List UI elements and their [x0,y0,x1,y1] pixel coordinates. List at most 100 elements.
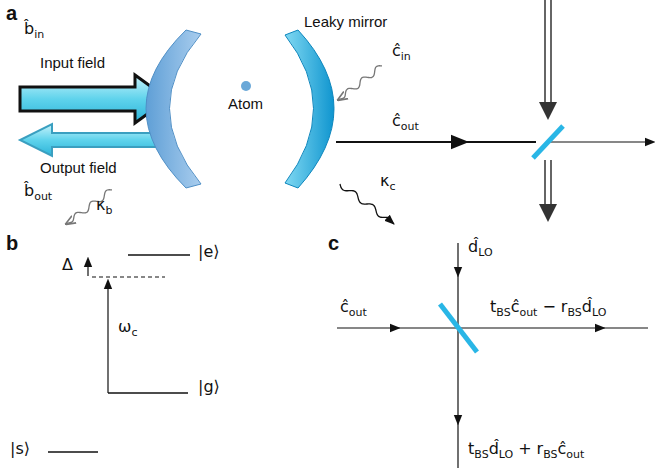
label: |e⟩ [198,242,219,261]
label-group: tBSd̂LO+rBSĉout [468,440,584,458]
label: Leaky mirror [304,13,387,30]
label: |g⟩ [198,377,220,396]
label-group: a [6,2,17,24]
operator: + [518,439,531,458]
label: ĉ [511,297,520,316]
ground-level [108,392,188,394]
label-group: Input field [40,55,105,72]
label: b̂ [24,181,34,200]
excited-level [128,254,190,256]
beam-splitter [440,304,477,352]
label: t [468,439,474,458]
signal-output-line [598,327,648,328]
subscript: out [519,306,537,319]
transmitted-beam [549,141,650,142]
left-mirror [146,30,201,188]
lo-beam [544,0,546,104]
signal-input-line [337,327,395,328]
subscript: in [401,50,411,63]
label-group: b̂out [24,182,52,200]
label-group: ĉout [392,112,419,130]
label: ĉ [558,439,567,458]
subscript: out [34,190,52,203]
label: c [328,232,339,254]
detector-beam [550,160,552,206]
subscript: c [131,326,137,339]
label-group: tBSĉout−rBSd̂LO [490,298,606,316]
subscript: out [349,306,367,319]
subscript: BS [474,448,488,461]
label-group: |s⟩ [10,440,30,458]
label-group: |e⟩ [198,243,219,261]
label-group: Atom [228,96,263,113]
label: ω [118,317,131,336]
input-noise-wave [338,66,382,100]
operator: − [542,297,555,316]
subscript: c [389,180,395,193]
detuning-arrow [87,262,88,276]
label-group: d̂LO [468,238,493,256]
label-group: κc [380,172,396,190]
signal-output-line [393,327,600,328]
label-group: b [6,232,18,254]
beam-splitter [533,126,563,158]
lo-output-line [457,418,458,468]
label: |s⟩ [10,439,30,458]
label: κ [96,195,105,214]
lo-output-line [457,270,458,420]
lo-beam [550,0,552,104]
subscript: BS [567,306,581,319]
label: r [561,297,568,316]
label: Δ [62,255,73,274]
label: Atom [228,95,263,112]
subscript: out [566,448,584,461]
subscript: b [105,204,112,217]
lo-arrowhead [539,102,557,120]
label-group: κb [96,196,112,214]
label-group: ĉin [392,42,411,60]
label-group: ωc [118,318,137,336]
label: ĉ [340,297,349,316]
label-group: ĉout [340,298,367,316]
label: r [537,439,544,458]
subscript: BS [496,306,510,319]
label: ĉ [392,41,401,60]
storage-level [48,451,98,453]
loss-wave [340,184,394,224]
label: t [490,297,496,316]
loss-wave [66,190,112,224]
output-beam [336,141,460,143]
label-group: Δ [62,256,73,274]
label-group: c [328,232,339,254]
subscript: out [401,120,419,133]
label-group: Output field [40,160,117,177]
label-group: Leaky mirror [304,14,387,31]
detector-beam [544,160,546,206]
label-group: |g⟩ [198,378,220,396]
leaky-mirror [285,30,334,188]
detector-arrowhead [539,204,557,222]
input-arrow [20,75,168,123]
subscript: LO [592,306,606,319]
subscript: in [34,28,44,41]
label-group: b̂in [24,20,44,38]
label: d̂ [468,237,478,256]
output-beam [460,141,536,143]
cavity-arrow [107,284,108,393]
label: b [6,232,18,254]
label: ĉ [392,111,401,130]
label: d̂ [489,439,499,458]
subscript: BS [543,448,557,461]
label: b̂ [24,19,34,38]
subscript: LO [478,246,492,259]
subscript: LO [499,448,513,461]
label: a [6,2,17,24]
atom-dot [241,81,251,91]
virtual-level [92,276,165,277]
lo-input-line [457,243,458,272]
label: Input field [40,54,105,71]
output-arrow [20,124,165,156]
label: Output field [40,159,117,176]
label: κ [380,171,389,190]
label: d̂ [582,297,592,316]
